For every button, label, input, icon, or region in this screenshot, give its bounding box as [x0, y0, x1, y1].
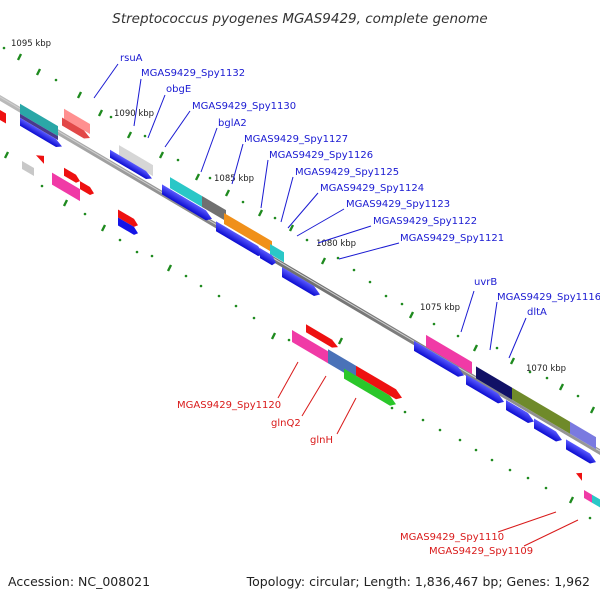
gene-feature [118, 209, 138, 235]
gene-feature [162, 184, 212, 221]
kbp-label: 1080 kbp [316, 239, 356, 249]
reverse-strand-genes [22, 155, 600, 508]
genome-backbone [0, 95, 600, 455]
kbp-label: 1095 kbp [11, 39, 51, 49]
gene-feature [224, 212, 284, 263]
gene-label: MGAS9429_Spy1132 [141, 68, 245, 79]
bottom-gene-labels: MGAS9429_Spy1120 glnQ2 glnH MGAS9429_Spy… [177, 361, 579, 557]
gene-label: MGAS9429_Spy1116 [497, 292, 600, 303]
gene-label: MGAS9429_Spy1124 [320, 183, 424, 194]
kbp-label: 1085 kbp [214, 174, 254, 184]
gene-label: MGAS9429_Spy1130 [192, 101, 296, 112]
gene-feature [328, 349, 402, 406]
gene-label: rsuA [120, 53, 143, 64]
gene-feature [22, 160, 34, 177]
gene-feature [62, 108, 90, 139]
gene-feature [0, 110, 6, 124]
gene-label: MGAS9429_Spy1126 [269, 150, 373, 161]
genome-summary-text: Topology: circular; Length: 1,836,467 bp… [246, 574, 590, 589]
gene-label: MGAS9429_Spy1121 [400, 233, 504, 244]
gene-feature [414, 334, 472, 377]
gene-label: MGAS9429_Spy1120 [177, 400, 281, 411]
gene-label: dltA [527, 307, 547, 318]
gene-label: uvrB [474, 277, 497, 288]
gene-label: MGAS9429_Spy1109 [429, 546, 533, 557]
gene-feature [216, 221, 276, 266]
kbp-label: 1090 kbp [114, 109, 154, 119]
gene-label: MGAS9429_Spy1123 [346, 199, 450, 210]
gene-label: MGAS9429_Spy1127 [244, 134, 348, 145]
gene-feature [576, 472, 600, 508]
gene-feature [52, 167, 94, 202]
kbp-labels: 1095 kbp 1090 kbp 1085 kbp 1080 kbp 1075… [11, 39, 566, 374]
scale-ticks [3, 53, 596, 504]
scale-dots [2, 46, 592, 520]
gene-label: MGAS9429_Spy1122 [373, 216, 477, 227]
top-gene-labels: rsuA MGAS9429_Spy1132 obgE MGAS9429_Spy1… [93, 53, 600, 359]
map-title: Streptococcus pyogenes MGAS9429, complet… [112, 11, 487, 27]
gene-label: glnQ2 [271, 418, 301, 429]
gene-label: glnH [310, 435, 333, 446]
gene-feature [170, 177, 226, 222]
accession-text: Accession: NC_008021 [8, 574, 150, 589]
gene-feature [20, 103, 62, 147]
gene-feature [466, 374, 596, 464]
gene-label: MGAS9429_Spy1110 [400, 532, 504, 543]
gene-label: obgE [166, 84, 191, 95]
forward-strand-genes [0, 103, 596, 464]
gene-feature [110, 145, 153, 180]
kbp-label: 1075 kbp [420, 303, 460, 313]
gene-feature [36, 155, 44, 164]
gene-feature [292, 324, 338, 364]
gene-feature [282, 267, 320, 296]
kbp-label: 1070 kbp [526, 364, 566, 374]
gene-label: MGAS9429_Spy1125 [295, 167, 399, 178]
gene-feature [476, 366, 596, 450]
gene-label: bglA2 [218, 118, 247, 129]
